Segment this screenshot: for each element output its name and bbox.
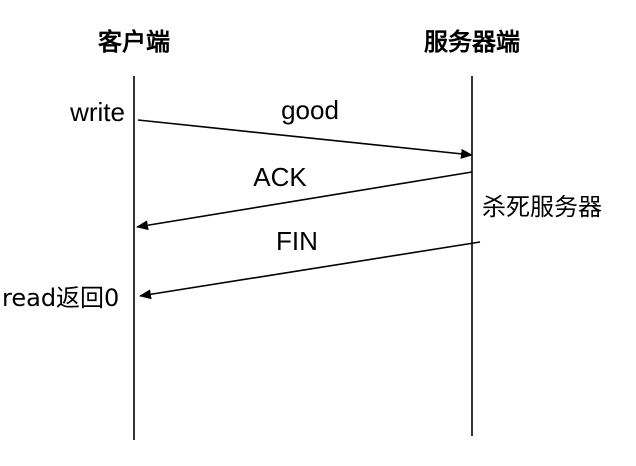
good-message-label: good: [281, 95, 339, 125]
server-killed-note: 杀死服务器: [482, 193, 602, 221]
client-lifeline-title: 客户端: [98, 28, 170, 56]
ack-message-arrow: [136, 171, 473, 231]
client-read-note: read返回0: [2, 284, 119, 312]
good-message-arrow: [137, 119, 473, 159]
ack-message-label: ACK: [253, 162, 307, 192]
client-write-note: write: [69, 97, 125, 127]
server-lifeline-title: 服务器端: [424, 28, 520, 56]
fin-message-arrow: [139, 241, 481, 300]
fin-message-label: FIN: [276, 226, 318, 256]
